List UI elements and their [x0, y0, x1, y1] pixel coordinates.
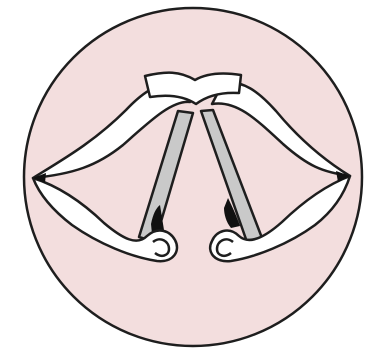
- background-circle: [24, 8, 362, 346]
